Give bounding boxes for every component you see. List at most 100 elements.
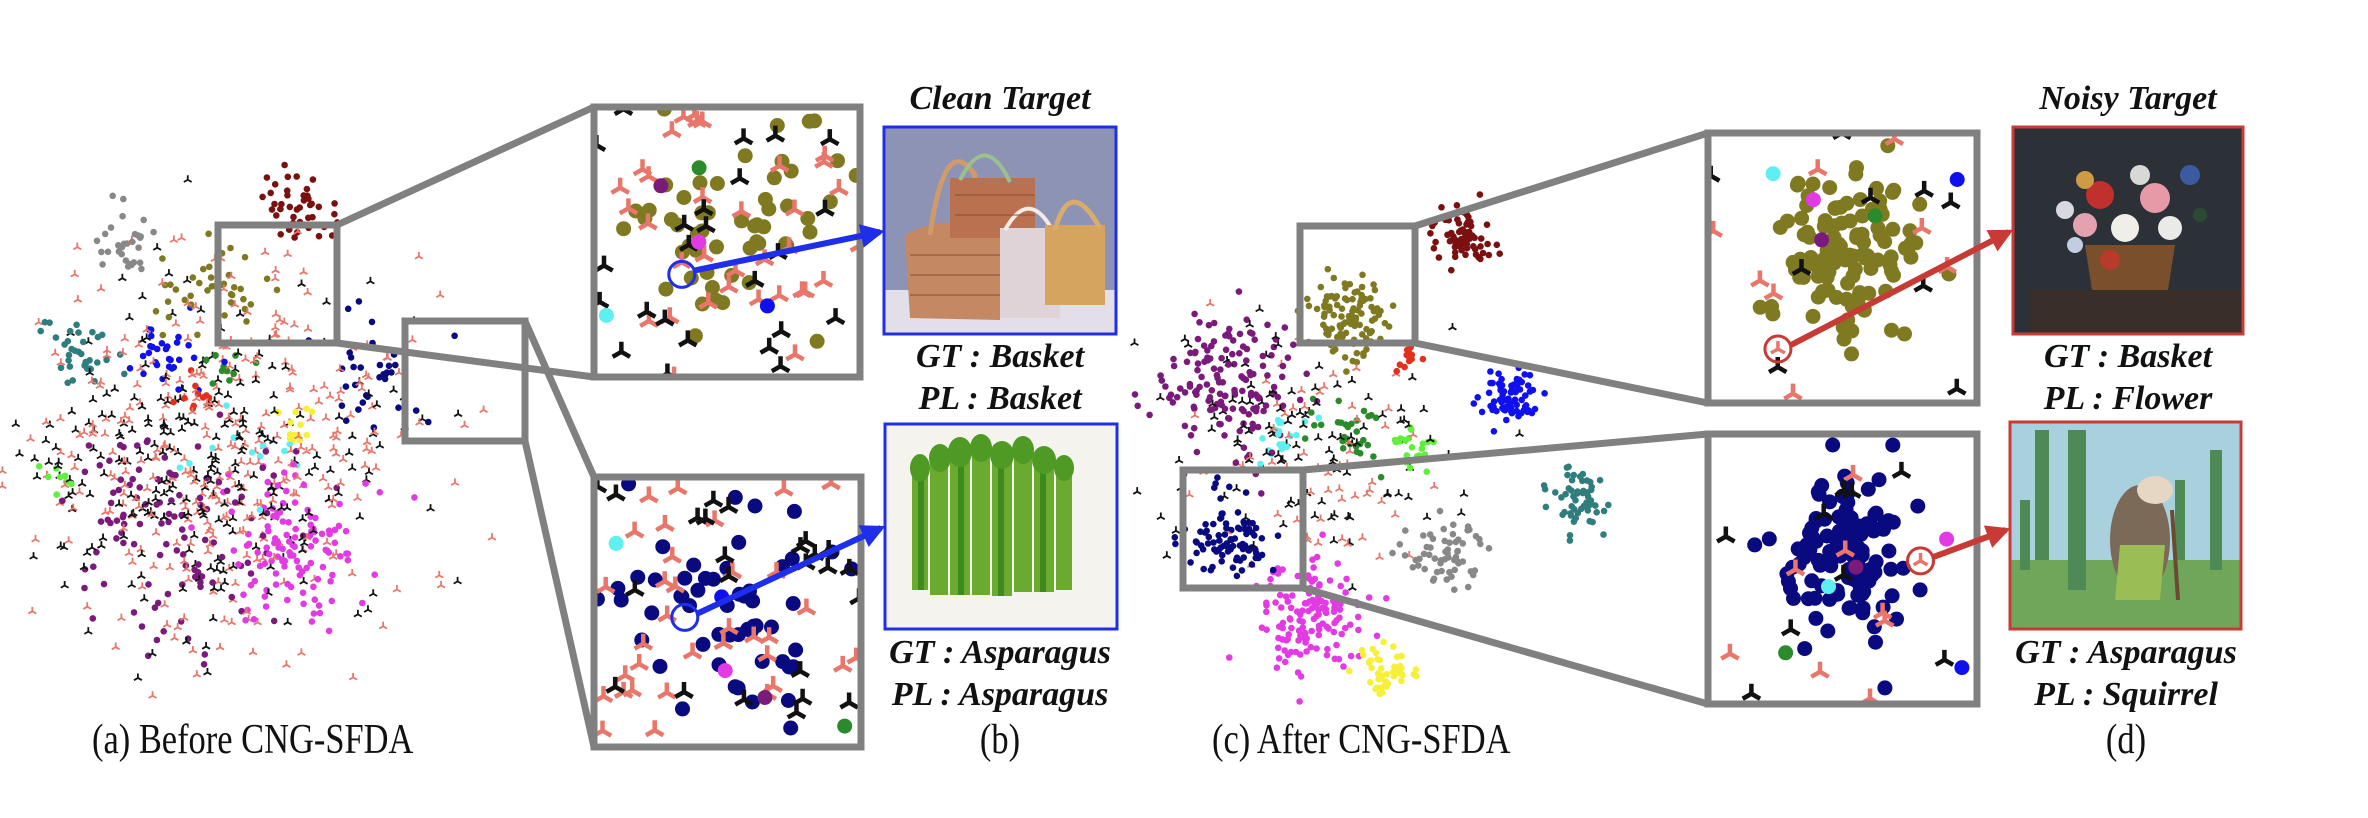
point-teal (37, 327, 44, 335)
point-tri-black (130, 393, 139, 401)
point-olive (1342, 329, 1350, 337)
point-magenta (228, 508, 235, 515)
point-magenta (1277, 604, 1285, 611)
point-gray (1438, 567, 1445, 575)
point-red (192, 382, 199, 390)
point-navy (1220, 542, 1228, 550)
point-maroon (1444, 231, 1451, 239)
inset-tri-salmon (629, 653, 650, 671)
point-navy (1229, 564, 1237, 571)
point-magenta (1272, 599, 1279, 606)
inset-point-navy (788, 642, 804, 658)
point-magenta (281, 563, 288, 570)
point-tri-black (177, 424, 187, 433)
point-tri-salmon (1316, 514, 1325, 523)
point-yellow (1398, 652, 1405, 660)
point-tri-salmon (203, 517, 212, 526)
point-tri-salmon (242, 551, 252, 559)
point-purple (1250, 405, 1257, 413)
point-yellow (1375, 675, 1382, 683)
inset-point-navy (1877, 517, 1892, 533)
point-purple (165, 510, 173, 518)
point-tri-black (85, 368, 95, 376)
point-olive (227, 299, 235, 306)
point-purple (201, 651, 209, 658)
point-purple (154, 599, 162, 607)
point-purple (1238, 405, 1246, 413)
point-cyan (1315, 414, 1323, 422)
inset-point-olive (742, 240, 758, 256)
point-tri-black (326, 465, 335, 474)
point-tri-black (179, 511, 189, 520)
point-blue (185, 342, 192, 349)
point-gray (1429, 535, 1437, 543)
point-tri-black (298, 514, 307, 522)
point-purple (1249, 425, 1256, 432)
point-teal (1584, 507, 1592, 514)
point-maroon (1435, 254, 1443, 261)
point-tri-salmon (294, 402, 304, 411)
inset-point-navy (630, 569, 646, 585)
point-magenta (1347, 621, 1354, 628)
point-tri-salmon (261, 409, 271, 417)
inset-tri-salmon (718, 276, 739, 294)
point-tri-black (266, 502, 276, 511)
inset-tri-black (597, 255, 614, 273)
point-magenta (243, 542, 251, 549)
point-tri-salmon (200, 422, 210, 431)
point-purple (1205, 397, 1212, 405)
point-olive (1370, 307, 1378, 315)
point-tri-salmon (214, 497, 224, 505)
point-purple (1221, 405, 1229, 413)
point-tri-salmon (34, 317, 44, 326)
point-tri-black (206, 563, 216, 571)
point-teal (1542, 503, 1550, 511)
point-lime (61, 472, 69, 480)
point-cyan (286, 440, 294, 448)
point-tri-black (161, 372, 171, 381)
point-tri-black (1352, 438, 1362, 447)
point-gray (98, 248, 105, 256)
point-tri-salmon (27, 606, 37, 615)
point-tri-black (1156, 512, 1166, 521)
point-tri-black (51, 443, 61, 451)
point-gray (109, 192, 116, 200)
point-tri-black (162, 475, 171, 484)
point-tri-salmon (149, 561, 159, 570)
inset-tri-black (733, 128, 754, 146)
point-teal (1564, 471, 1571, 479)
inset-tri-black (613, 110, 634, 117)
point-tri-black (182, 275, 192, 284)
point-tri-salmon (136, 456, 146, 464)
point-maroon (267, 189, 275, 197)
point-tri-black (238, 415, 248, 423)
point-magenta (328, 597, 336, 605)
point-tri-salmon (248, 647, 258, 656)
point-purple (97, 518, 105, 525)
point-blue (153, 361, 161, 369)
inset-point-navy (727, 679, 743, 695)
point-green (221, 365, 229, 373)
point-cyan (209, 444, 216, 452)
point-tri-salmon (134, 340, 144, 348)
point-maroon (303, 185, 311, 193)
inset-point-navy (1819, 528, 1835, 544)
inset-point-magenta (1939, 531, 1955, 547)
inset-tri-black (661, 363, 673, 374)
point-magenta (300, 600, 307, 608)
point-blue (162, 345, 170, 353)
point-tri-black (148, 649, 157, 657)
inset-tri-salmon (1720, 643, 1740, 661)
point-olive (205, 230, 212, 238)
inset-point-navy (1877, 680, 1893, 696)
inset-tri-black (815, 199, 835, 217)
point-tri-black (158, 447, 168, 456)
point-maroon (331, 200, 338, 207)
point-teal (1541, 485, 1549, 493)
inset-point-purple (1814, 232, 1830, 248)
point-olive (1341, 295, 1349, 302)
point-green (1335, 397, 1342, 405)
inset-tri-salmon (1785, 559, 1806, 577)
arrow-to-sample (1789, 229, 2014, 348)
point-magenta (1297, 673, 1305, 680)
